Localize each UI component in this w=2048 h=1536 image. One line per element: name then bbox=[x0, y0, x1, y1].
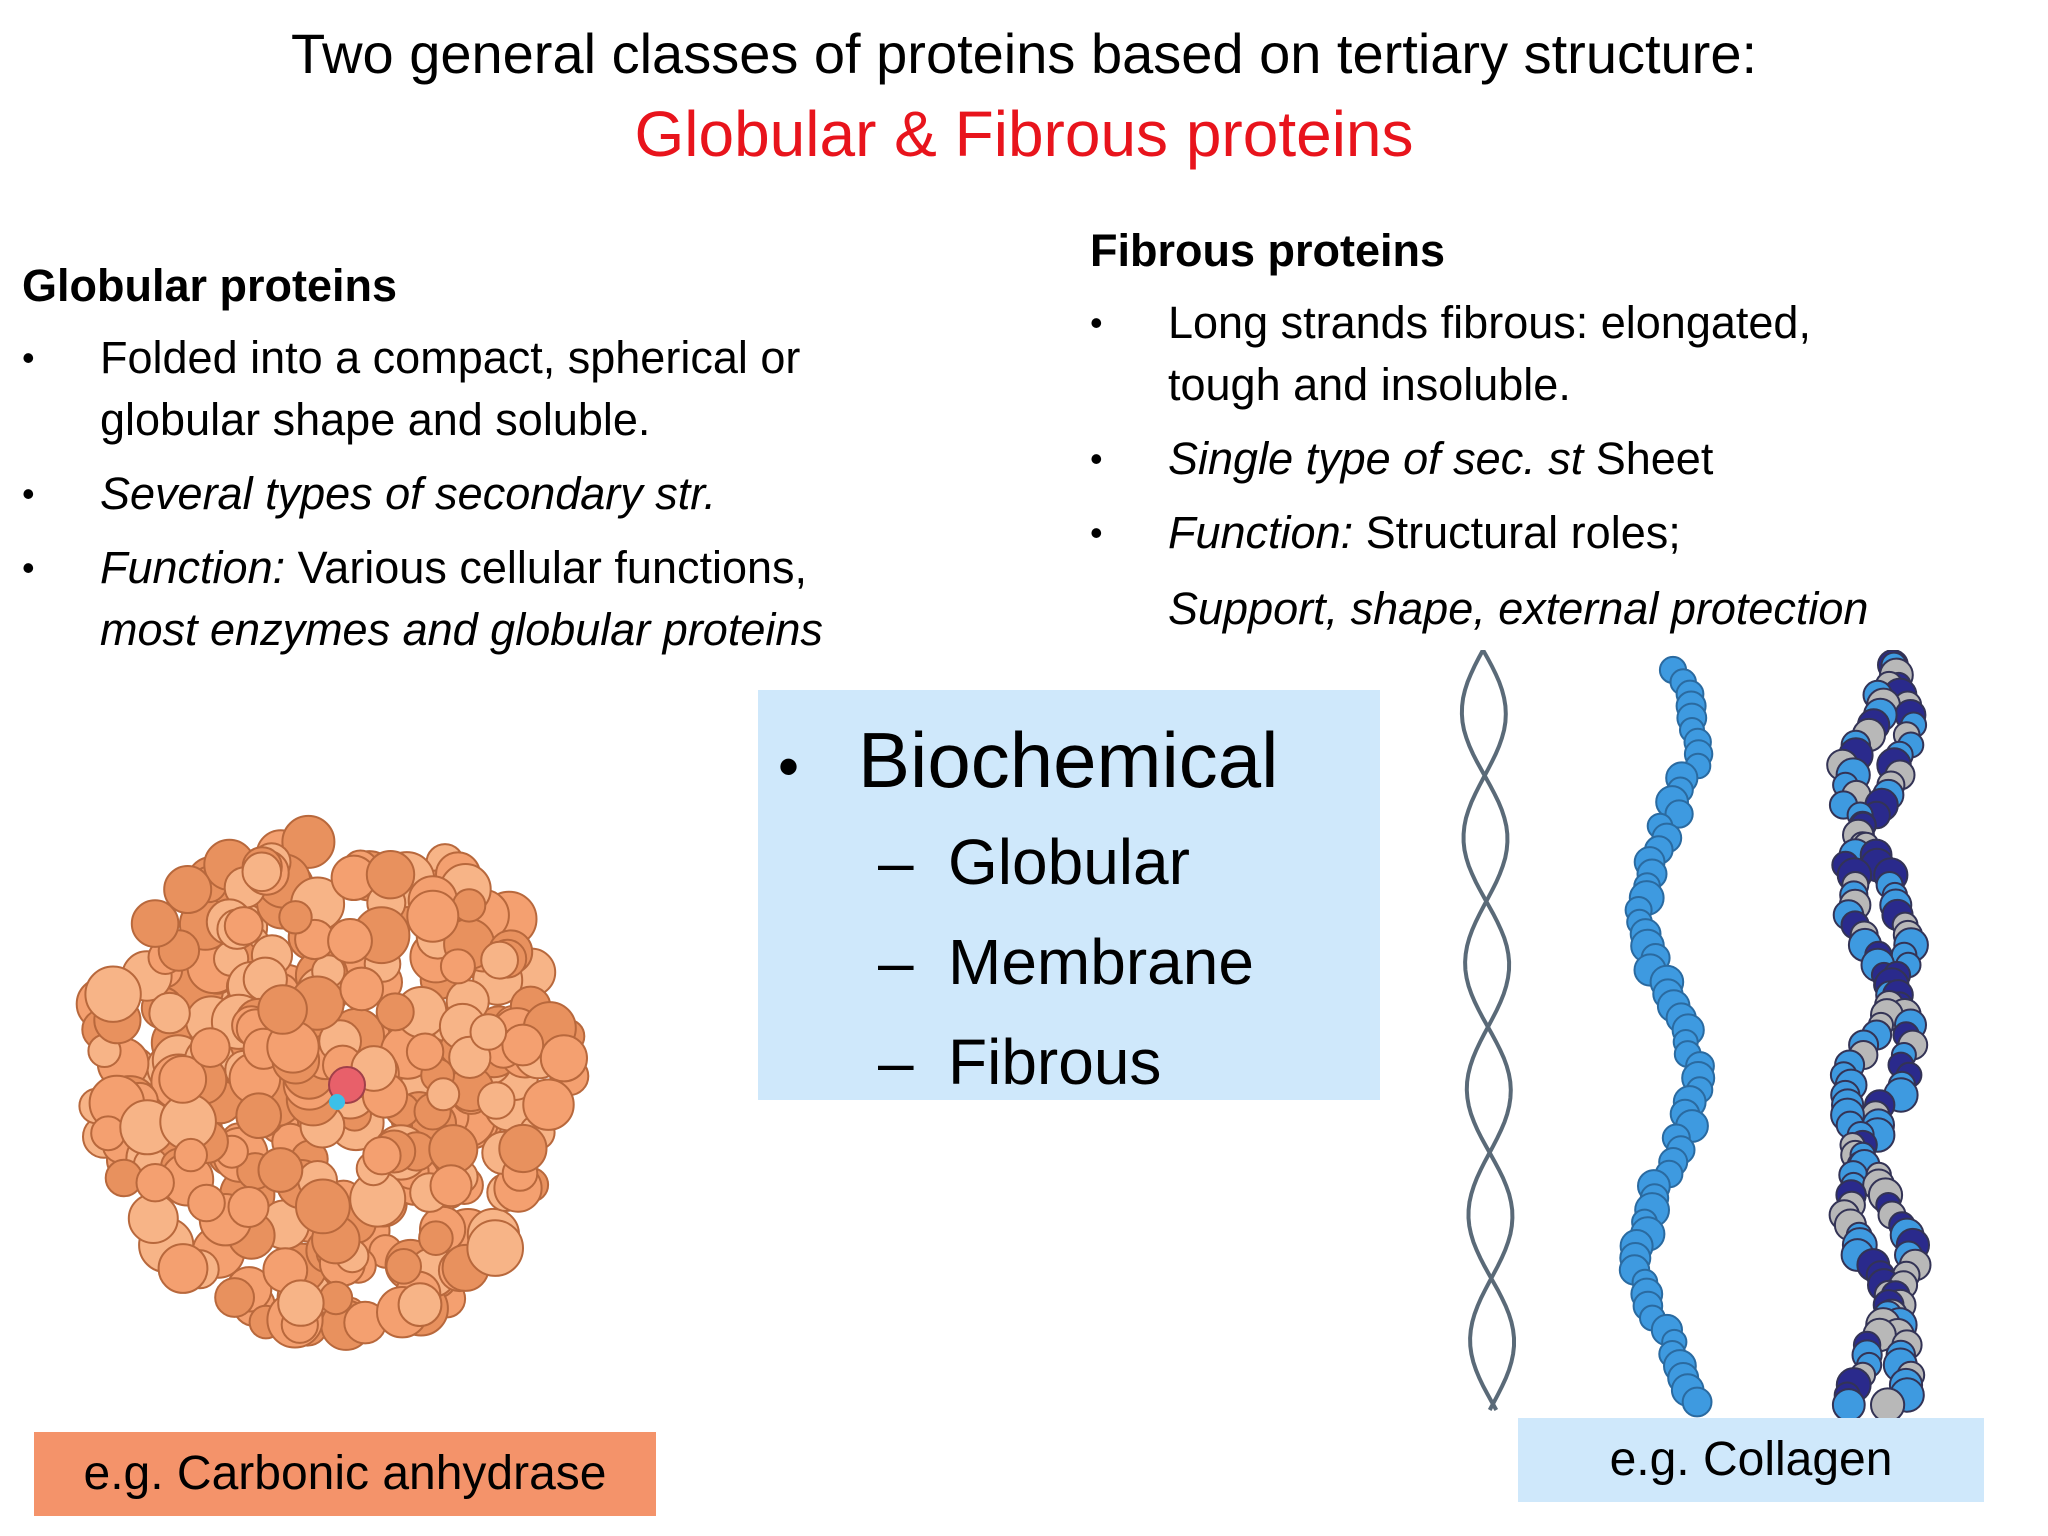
classification-main: • Biochemical bbox=[778, 710, 1279, 817]
globular-function-label: Function: bbox=[100, 542, 286, 593]
carbonic-anhydrase-label: e.g. Carbonic anhydrase bbox=[34, 1432, 656, 1516]
bullet-dot: • bbox=[1090, 512, 1103, 553]
classification-item-label: Membrane bbox=[948, 926, 1254, 998]
globular-bullet-1-line2: globular shape and soluble. bbox=[100, 394, 651, 445]
globular-section: Globular proteins • Folded into a compac… bbox=[22, 255, 982, 673]
classification-box: • Biochemical –Globular –Membrane –Fibrou… bbox=[758, 690, 1380, 1100]
carbonic-anhydrase-image bbox=[75, 814, 590, 1351]
fibrous-bullet-2-italic: Single type of sec. st bbox=[1168, 433, 1584, 484]
fibrous-bullet-3-line2: Support, shape, external protection bbox=[1168, 583, 1869, 634]
slide-title: Two general classes of proteins based on… bbox=[290, 22, 1758, 85]
globular-function-text: Various cellular functions, bbox=[285, 542, 808, 593]
fibrous-bullet-3: • Function: Structural roles; Support, s… bbox=[1090, 502, 2030, 640]
collagen-image bbox=[1459, 650, 1932, 1420]
bullet-dot: • bbox=[22, 337, 35, 378]
classification-title: Biochemical bbox=[858, 716, 1279, 804]
classification-item: –Membrane bbox=[878, 926, 1254, 998]
bullet-dot: • bbox=[22, 473, 35, 514]
fibrous-bullet-1: • Long strands fibrous: elongated, tough… bbox=[1090, 292, 2030, 416]
fibrous-section: Fibrous proteins • Long strands fibrous:… bbox=[1090, 220, 2030, 652]
globular-bullet-1-line1: Folded into a compact, spherical or bbox=[100, 332, 801, 383]
globular-bullet-3-line2: most enzymes and globular proteins bbox=[100, 604, 823, 655]
globular-bullet-2-text: Several types of secondary str. bbox=[100, 468, 717, 519]
bullet-dot: • bbox=[22, 547, 35, 588]
fibrous-bullet-2: • Single type of sec. st Sheet bbox=[1090, 428, 2030, 490]
classification-item: –Fibrous bbox=[878, 1026, 1162, 1098]
globular-bullet-1: • Folded into a compact, spherical or gl… bbox=[22, 327, 982, 451]
classification-item: –Globular bbox=[878, 826, 1190, 898]
globular-heading: Globular proteins bbox=[22, 260, 398, 311]
fibrous-bullet-2-text: Sheet bbox=[1583, 433, 1714, 484]
classification-item-label: Globular bbox=[948, 826, 1190, 898]
fibrous-function-label: Function: bbox=[1168, 507, 1354, 558]
bullet-dot: • bbox=[1090, 438, 1103, 479]
fibrous-bullet-1-line1: Long strands fibrous: elongated, bbox=[1168, 297, 1811, 348]
globular-bullet-2: • Several types of secondary str. bbox=[22, 463, 982, 525]
bullet-dot: • bbox=[778, 733, 800, 800]
classification-item-label: Fibrous bbox=[948, 1026, 1162, 1098]
slide-subtitle: Globular & Fibrous proteins bbox=[634, 98, 1414, 170]
globular-bullet-3: • Function: Various cellular functions, … bbox=[22, 537, 982, 661]
bullet-dot: • bbox=[1090, 302, 1103, 343]
fibrous-heading: Fibrous proteins bbox=[1090, 225, 1446, 276]
fibrous-function-text: Structural roles; bbox=[1353, 507, 1681, 558]
fibrous-bullet-1-line2: tough and insoluble. bbox=[1168, 359, 1571, 410]
collagen-label: e.g. Collagen bbox=[1518, 1418, 1984, 1502]
